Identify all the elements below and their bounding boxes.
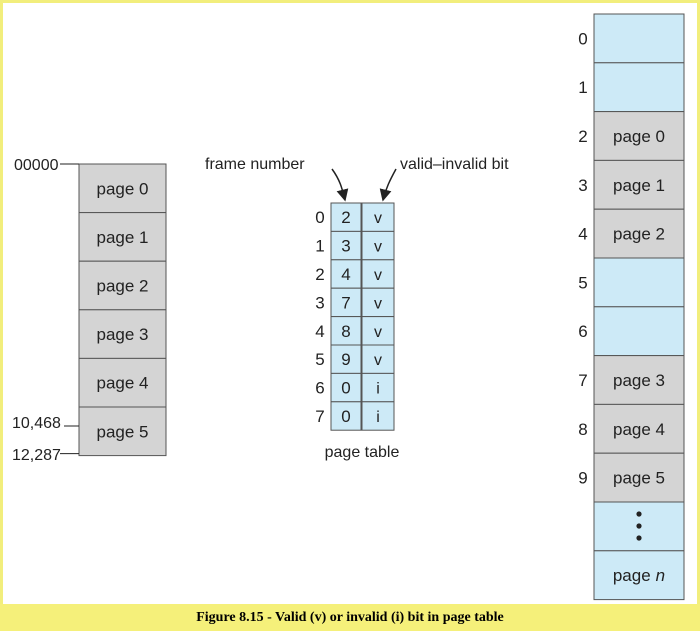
valid-bit-cell (361, 344, 395, 374)
frame-number-cell (330, 372, 362, 403)
page-table-index: 2 (315, 265, 324, 284)
frame-page-label: page 5 (613, 469, 665, 488)
frame-cell (593, 159, 685, 210)
valid-bit-cell (361, 259, 395, 289)
frame-index: 2 (578, 127, 587, 146)
frame-number-value: 9 (341, 350, 350, 369)
logical-page-cell (78, 406, 167, 457)
frame-cell (593, 257, 685, 308)
frame-number-value: 4 (341, 265, 350, 284)
frame-number-cell (330, 316, 362, 346)
logical-memory: page 0 page 1 page 2 page 3 page 4 page 5 (60, 163, 167, 457)
last-page-variable: n (656, 566, 665, 585)
physical-memory: 0 1 2 page 0 3 page 1 4 page 2 5 6 7 page 3 8 page 4 9… (578, 13, 685, 601)
valid-bit-value: i (376, 381, 380, 398)
frame-page-label: page 1 (613, 176, 665, 195)
logical-page-label: page 4 (97, 374, 149, 393)
frame-number-value: 7 (341, 293, 350, 312)
frame-cell (593, 62, 685, 113)
valid-bit-cell (361, 401, 395, 431)
valid-bit-cell (361, 372, 395, 403)
frame-index: 9 (578, 469, 587, 488)
frame-number-cell (330, 401, 362, 431)
frame-index: 8 (578, 420, 587, 439)
page-table-index: 6 (315, 379, 324, 398)
logical-page-label: page 0 (97, 179, 149, 198)
page-table-index: 3 (315, 293, 324, 312)
frame-index: 3 (578, 176, 587, 195)
frame-cell (593, 208, 685, 259)
page-table-index: 1 (315, 237, 324, 256)
address-10468: 10,468 (12, 415, 61, 432)
logical-page-label: page 3 (97, 325, 149, 344)
figure-caption: Figure 8.15 - Valid (v) or invalid (i) b… (196, 609, 504, 625)
logical-page-cell (78, 163, 167, 214)
address-start: 00000 (14, 157, 59, 174)
frame-number-value: 8 (341, 322, 350, 341)
page-table-index: 0 (315, 208, 324, 227)
logical-page-label: page 5 (97, 422, 149, 441)
valid-bit-arrow (379, 168, 397, 202)
frame-index: 0 (578, 29, 587, 48)
frame-cell (593, 306, 685, 357)
valid-bit-value: v (374, 324, 382, 341)
valid-bit-value: v (374, 239, 382, 256)
page-table-index: 5 (315, 350, 324, 369)
valid-bit-cell (361, 287, 395, 318)
frame-number-cell (330, 230, 362, 261)
frame-number-cell (330, 287, 362, 318)
frame-number-label: frame number (205, 156, 305, 173)
frame-cell (593, 403, 685, 454)
page-table-index: 4 (315, 322, 324, 341)
frame-number-value: 3 (341, 237, 350, 256)
frame-page-label: page 4 (613, 420, 665, 439)
ellipsis-dot (636, 511, 642, 517)
frame-page-label: page 2 (613, 225, 665, 244)
last-page-prefix: page (613, 566, 651, 585)
logical-page-cell (78, 357, 167, 408)
ellipsis-dot (636, 523, 642, 529)
frame-cell (593, 452, 685, 503)
caption-bar: Figure 8.15 - Valid (v) or invalid (i) b… (0, 604, 700, 631)
logical-page-label: page 2 (97, 277, 149, 296)
frame-number-arrow (331, 168, 349, 202)
frame-index: 1 (578, 78, 587, 97)
frame-cell (593, 355, 685, 405)
valid-invalid-bit-label: valid–invalid bit (400, 156, 509, 173)
frame-index: 5 (578, 273, 587, 292)
frame-index: 6 (578, 322, 587, 341)
last-frame-cell (593, 550, 685, 601)
address-12287: 12,287 (12, 447, 61, 464)
valid-bit-value: v (374, 267, 382, 284)
frame-cell (593, 111, 685, 161)
frame-number-value: 2 (341, 208, 350, 227)
frame-number-value: 0 (341, 379, 350, 398)
frame-page-label: page 3 (613, 371, 665, 390)
valid-bit-value: v (374, 295, 382, 312)
frame-number-value: 0 (341, 407, 350, 426)
valid-bit-value: v (374, 352, 382, 369)
valid-bit-value: i (376, 409, 380, 426)
page-table-title: page table (325, 444, 400, 461)
logical-page-cell (78, 260, 167, 311)
logical-page-cell (78, 212, 167, 262)
valid-bit-cell (361, 316, 395, 346)
logical-page-label: page 1 (97, 228, 149, 247)
frame-number-cell (330, 259, 362, 289)
valid-bit-cell (361, 202, 395, 232)
ellipsis-dot (636, 535, 642, 541)
frame-number-cell (330, 202, 362, 232)
frame-index: 4 (578, 225, 587, 244)
frame-index: 7 (578, 371, 587, 390)
frame-page-label: page 0 (613, 127, 665, 146)
frame-number-cell (330, 344, 362, 374)
page-table-index: 7 (315, 407, 324, 426)
valid-bit-value: v (374, 210, 382, 227)
frame-cell (593, 13, 685, 64)
